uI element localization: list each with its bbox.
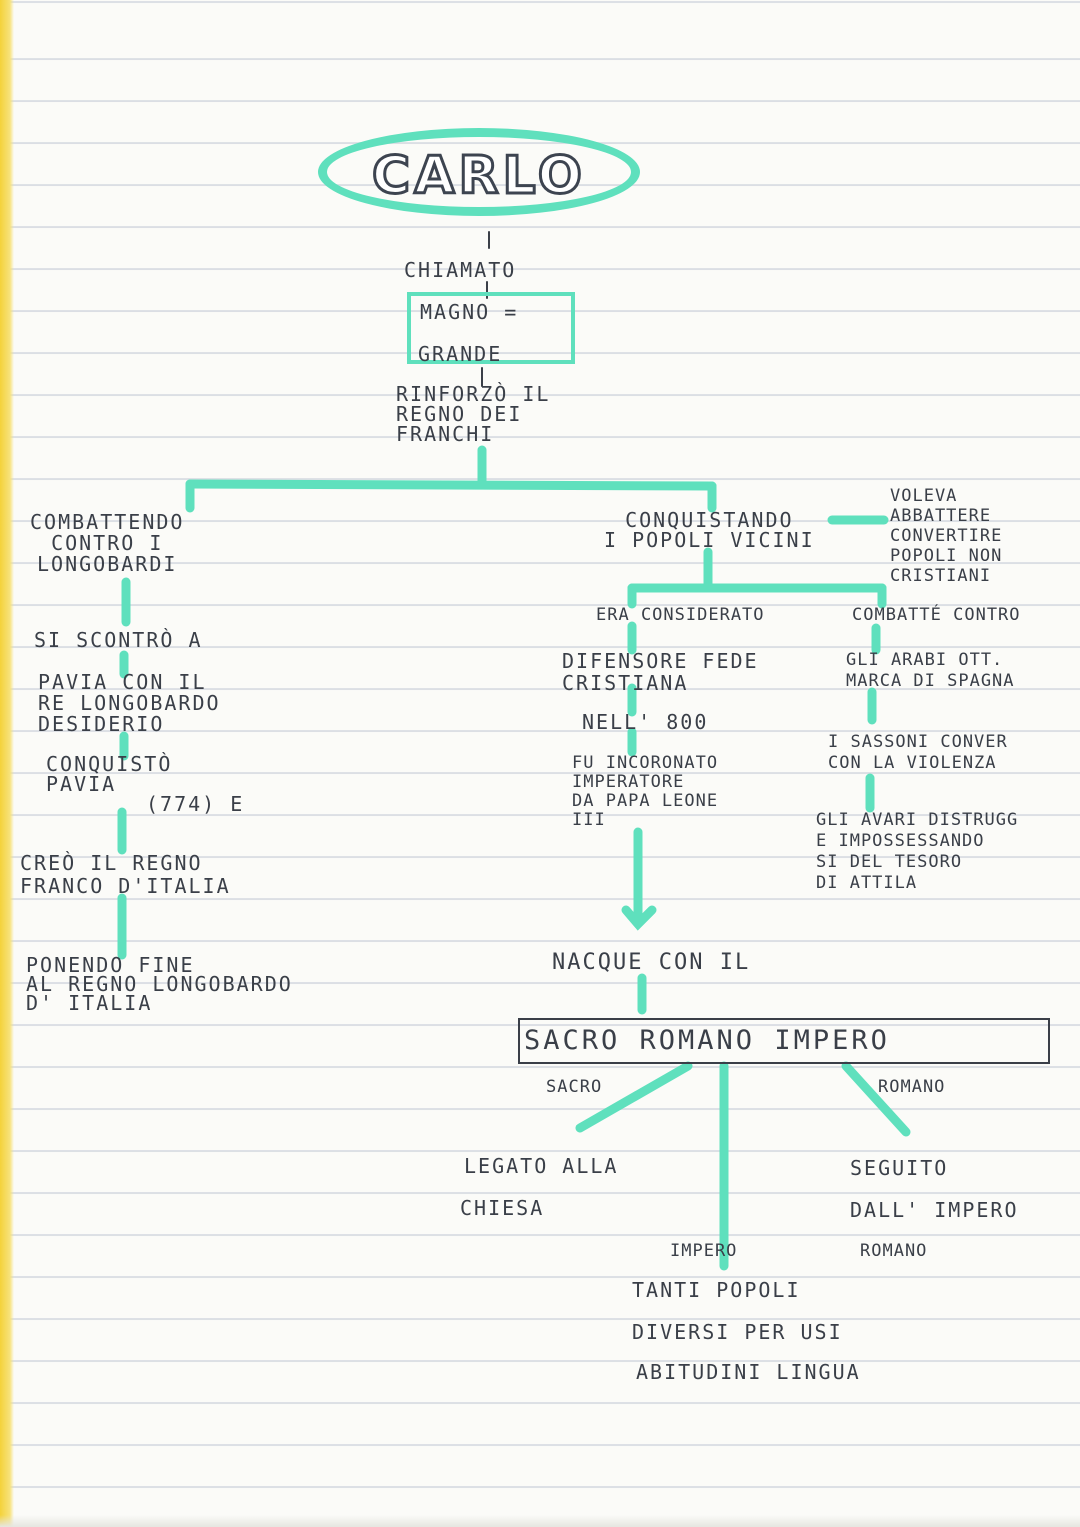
box-sacro-romano-impero bbox=[518, 1018, 1050, 1064]
node-voleva: VOLEVA ABBATTERE CONVERTIRE POPOLI NON C… bbox=[890, 486, 1003, 586]
node-sassoni: I SASSONI CONVER CON LA VIOLENZA bbox=[828, 732, 1008, 773]
node-combattendo: COMBATTENDO CONTRO I LONGOBARDI bbox=[30, 510, 185, 576]
node-difensore: DIFENSORE FEDE CRISTIANA bbox=[562, 649, 759, 695]
node-si-scontro: SI SCONTRÒ A bbox=[34, 628, 203, 652]
node-combatte: COMBATTÉ CONTRO bbox=[852, 605, 1021, 625]
paper-left-edge bbox=[0, 0, 14, 1527]
node-nacque: NACQUE CON IL bbox=[552, 950, 751, 975]
node-fu-incoronato: FU INCORONATO IMPERATORE DA PAPA LEONE I… bbox=[572, 753, 719, 830]
connector-main-horizontal bbox=[185, 479, 717, 491]
node-conquisto: CONQUISTÒ PAVIA bbox=[46, 752, 173, 796]
node-ponendo: PONENDO FINE AL REGNO LONGOBARDO D' ITAL… bbox=[26, 953, 293, 1015]
connector-to-romano bbox=[841, 1061, 911, 1137]
box-magno-grande bbox=[407, 292, 575, 364]
connector-to-sacro bbox=[575, 1061, 693, 1133]
node-nell-800: NELL' 800 bbox=[582, 710, 709, 734]
node-chiesa: CHIESA bbox=[460, 1196, 545, 1220]
node-avari: GLI AVARI DISTRUGG E IMPOSSESSANDO SI DE… bbox=[816, 810, 1019, 893]
node-era-considerato: ERA CONSIDERATO bbox=[596, 605, 765, 625]
node-magno: MAGNO = bbox=[420, 300, 519, 324]
node-creo: CREÒ IL REGNO FRANCO D'ITALIA bbox=[20, 851, 231, 898]
arrow-head bbox=[621, 905, 657, 931]
node-dall-impero: DALL' IMPERO bbox=[850, 1198, 1019, 1222]
node-abitudini: ABITUDINI LINGUA bbox=[636, 1360, 861, 1384]
node-romano-2: ROMANO bbox=[860, 1241, 928, 1261]
title-oval bbox=[318, 128, 640, 216]
node-rinforzo: RINFORZÒ IL REGNO DEI FRANCHI bbox=[396, 382, 551, 446]
node-sacro: SACRO bbox=[546, 1077, 603, 1097]
node-chiamato: CHIAMATO bbox=[404, 258, 517, 282]
node-sacro-romano-impero: SACRO ROMANO IMPERO bbox=[524, 1025, 890, 1056]
node-diversi: DIVERSI PER USI bbox=[632, 1320, 843, 1344]
node-grande: GRANDE bbox=[418, 342, 503, 366]
node-pavia: PAVIA CON IL RE LONGOBARDO DESIDERIO bbox=[38, 670, 221, 736]
node-conquistando: CONQUISTANDO I POPOLI VICINI bbox=[604, 508, 815, 552]
node-arabi: GLI ARABI OTT. MARCA DI SPAGNA bbox=[846, 650, 1015, 691]
node-impero: IMPERO bbox=[670, 1241, 738, 1261]
node-tanti-popoli: TANTI POPOLI bbox=[632, 1278, 801, 1302]
paper-bottom-edge bbox=[0, 1515, 1080, 1527]
node-anno: (774) E bbox=[146, 792, 245, 816]
diagram-title: CARLO bbox=[371, 145, 586, 208]
node-romano: ROMANO bbox=[878, 1077, 946, 1097]
node-legato: LEGATO ALLA bbox=[464, 1154, 619, 1178]
node-seguito: SEGUITO bbox=[850, 1156, 949, 1180]
